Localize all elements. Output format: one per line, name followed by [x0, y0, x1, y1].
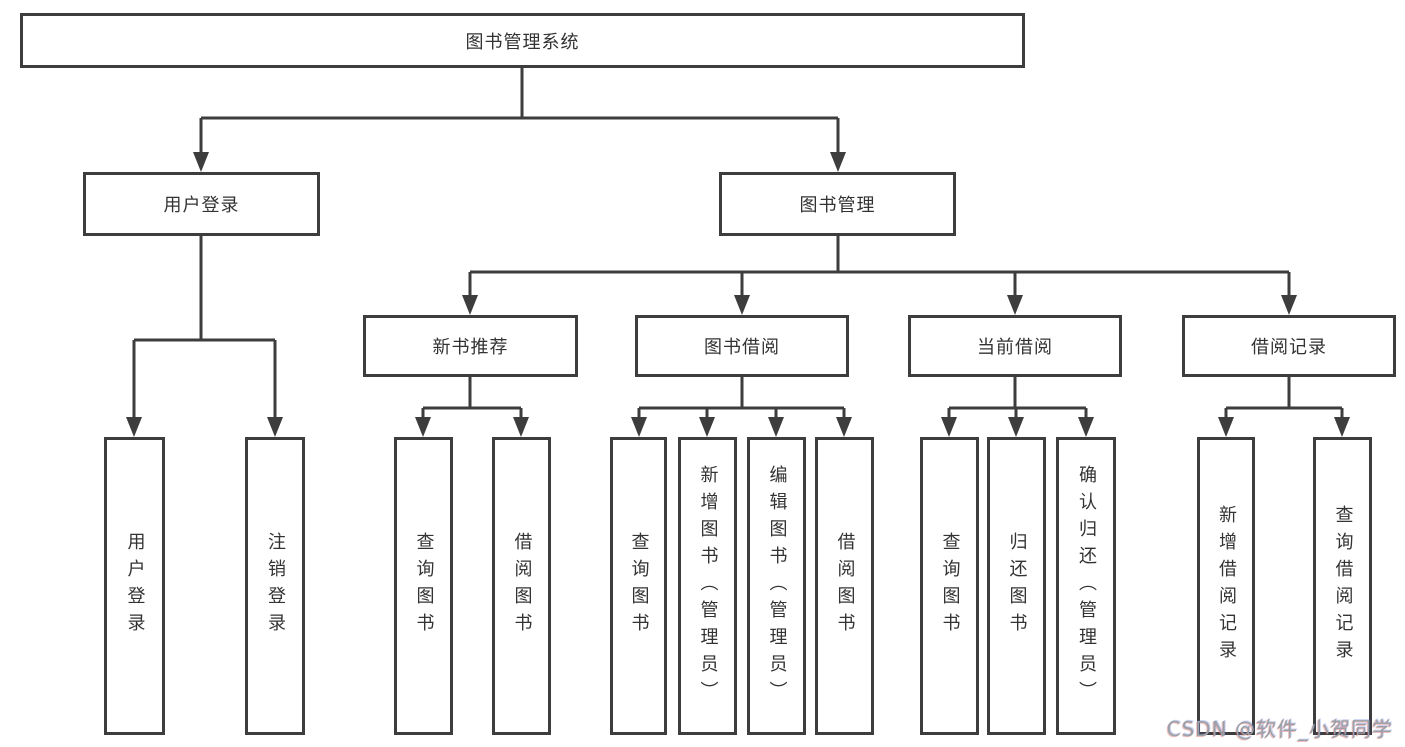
leaf-label: 借阅图书: [511, 532, 533, 640]
node-user-login: 用户登录: [83, 172, 320, 236]
leaf-label: 归还图书: [1006, 532, 1028, 640]
leaf-label: 用户登录: [124, 532, 146, 640]
node-label: 图书管理: [799, 195, 876, 216]
node-label: 借阅记录: [1251, 337, 1327, 358]
leaf-label: 借阅图书: [834, 532, 856, 640]
leaf-label: 新增图书（管理员）: [697, 464, 719, 708]
leaf-query-books-recommend: 查询图书: [394, 437, 453, 735]
leaf-label: 查询图书: [939, 532, 961, 640]
leaf-edit-books-admin: 编辑图书（管理员）: [747, 437, 806, 735]
node-book-borrowing: 图书借阅: [635, 315, 849, 377]
leaf-query-borrow-record: 查询借阅记录: [1313, 437, 1372, 735]
node-label: 图书借阅: [704, 337, 780, 358]
leaf-logout: 注销登录: [245, 437, 305, 735]
node-book-management: 图书管理: [719, 172, 956, 236]
node-library-management-system: 图书管理系统: [20, 13, 1025, 68]
leaf-confirm-return-admin: 确认归还（管理员）: [1056, 437, 1116, 735]
csdn-watermark: CSDN @软件_小贺同学: [1166, 717, 1393, 741]
node-current-borrowing: 当前借阅: [908, 315, 1122, 377]
node-borrow-records: 借阅记录: [1182, 315, 1396, 377]
leaf-borrow-books-borrowing: 借阅图书: [815, 437, 874, 735]
node-label: 图书管理系统: [465, 31, 580, 53]
leaf-add-books-admin: 新增图书（管理员）: [678, 437, 737, 735]
leaf-user-login: 用户登录: [104, 437, 165, 735]
leaf-label: 查询借阅记录: [1332, 505, 1354, 667]
leaf-label: 查询图书: [413, 532, 435, 640]
leaf-label: 注销登录: [265, 532, 286, 640]
leaf-query-books-borrowing: 查询图书: [610, 437, 667, 735]
node-label: 当前借阅: [977, 337, 1053, 358]
node-label: 用户登录: [163, 195, 240, 216]
leaf-query-books-current: 查询图书: [920, 437, 979, 735]
leaf-borrow-books-recommend: 借阅图书: [492, 437, 551, 735]
leaf-add-borrow-record: 新增借阅记录: [1197, 437, 1255, 735]
leaf-label: 查询图书: [628, 532, 650, 640]
leaf-label: 新增借阅记录: [1216, 505, 1237, 667]
leaf-return-books: 归还图书: [987, 437, 1046, 735]
node-new-book-recommend: 新书推荐: [363, 315, 578, 377]
leaf-label: 确认归还（管理员）: [1076, 464, 1097, 708]
node-label: 新书推荐: [432, 337, 509, 358]
leaf-label: 编辑图书（管理员）: [766, 464, 788, 708]
